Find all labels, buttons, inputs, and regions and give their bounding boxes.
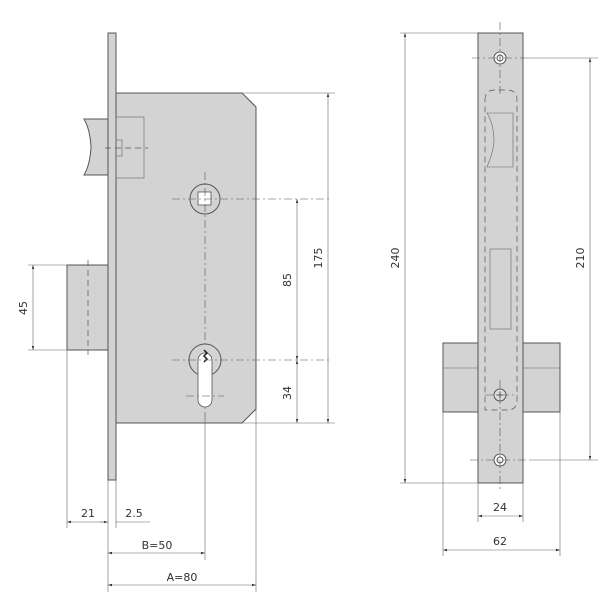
dim-210: 210: [574, 248, 587, 269]
dim-45: 45: [17, 301, 30, 315]
dim-b50: B=50: [142, 539, 173, 552]
deadbolt: [66, 264, 109, 351]
dim-175: 175: [312, 248, 325, 269]
dim-2-5: 2.5: [125, 507, 143, 520]
spindle-square: [197, 191, 212, 206]
dim-62: 62: [493, 535, 507, 548]
dim-85: 85: [281, 273, 294, 287]
deadbolt-opening: [489, 248, 512, 330]
lock-body: [115, 92, 257, 424]
keyhole-icon: [197, 352, 213, 408]
dim-34: 34: [281, 386, 294, 400]
dim-21: 21: [81, 507, 95, 520]
front-view: 240 210 24 62: [389, 22, 598, 556]
latch-bolt: [83, 118, 109, 176]
faceplate-side: [107, 32, 117, 481]
dim-a80: A=80: [167, 571, 198, 584]
faceplate-front: [477, 32, 524, 484]
dim-240: 240: [389, 248, 402, 269]
side-view: 175 85 34 45 21 2.5 B=50 A=80: [17, 32, 335, 592]
latch-opening: [486, 112, 514, 168]
dim-24: 24: [493, 501, 507, 514]
